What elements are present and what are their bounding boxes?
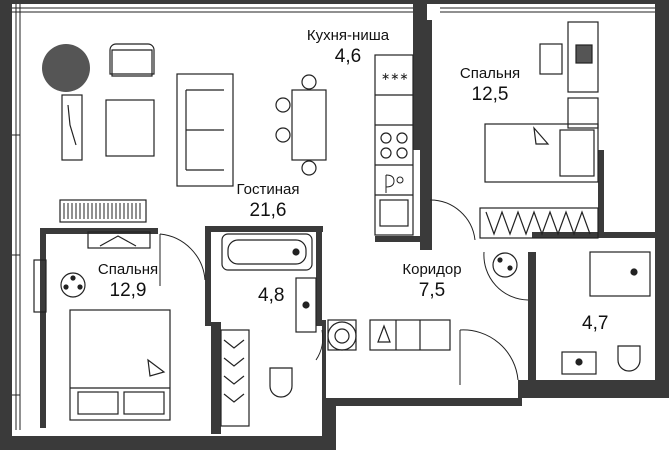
kitchen-counter	[374, 54, 414, 236]
round-table	[42, 44, 90, 92]
toilet	[269, 367, 293, 398]
room-label-bedroom-left: Спальня 12,9	[88, 262, 168, 300]
wall-unit	[61, 94, 83, 161]
room-area: 21,6	[249, 200, 287, 221]
sofa	[176, 73, 234, 187]
room-area: 12,5	[471, 84, 509, 105]
toilet	[617, 345, 641, 372]
washing-machine	[327, 321, 357, 351]
wardrobe	[479, 207, 599, 239]
shelf	[33, 259, 47, 313]
desk-chair	[539, 43, 563, 75]
kitchen-units	[374, 54, 414, 236]
room-label-corridor: Коридор 7,5	[392, 262, 472, 300]
fridge-marks: ∗∗∗	[381, 71, 409, 83]
wardrobe	[87, 231, 151, 249]
bed	[484, 123, 599, 183]
round-rug	[492, 252, 518, 278]
door-arcs	[159, 199, 529, 385]
left-bathroom-fixtures	[220, 233, 357, 427]
shower	[589, 251, 651, 297]
room-area-bathroom-right: 4,7	[582, 313, 609, 334]
room-name: Спальня	[459, 65, 521, 82]
right-bedroom-furniture	[479, 21, 599, 239]
washbasin	[561, 351, 597, 375]
kitchen-tap	[385, 174, 404, 193]
armchair	[111, 49, 153, 77]
radiator-fins	[63, 203, 141, 219]
corridor-fixtures	[369, 252, 518, 351]
room-name: Коридор	[402, 261, 462, 278]
room-area: 7,5	[418, 280, 446, 301]
room-area: 12,9	[109, 280, 147, 301]
right-bathroom-fixtures	[561, 251, 651, 375]
washbasin	[295, 277, 317, 333]
dining-table	[291, 89, 327, 161]
interior-walls	[40, 0, 655, 434]
room-name: Кухня-ниша	[306, 27, 390, 44]
room-label-kitchen: Кухня-ниша 4,6	[296, 28, 400, 66]
chair	[275, 97, 291, 113]
double-bed	[69, 309, 171, 421]
left-bedroom-furniture	[33, 231, 171, 421]
storage	[220, 329, 250, 427]
windows	[12, 4, 655, 430]
room-area: 4,6	[334, 46, 362, 67]
room-label-living: Гостиная 21,6	[228, 182, 308, 220]
bathtub	[221, 233, 313, 271]
room-area-bathroom-left: 4,8	[258, 285, 285, 306]
radiator	[59, 199, 147, 223]
room-name: Гостиная	[236, 181, 300, 198]
room-label-bedroom-right: Спальня 12,5	[450, 66, 530, 104]
nightstand	[60, 272, 86, 298]
desk	[567, 21, 599, 93]
ottoman	[105, 99, 155, 157]
living-room-furniture	[42, 43, 327, 223]
room-name: Спальня	[97, 261, 159, 278]
hallway-cabinet	[369, 319, 451, 351]
